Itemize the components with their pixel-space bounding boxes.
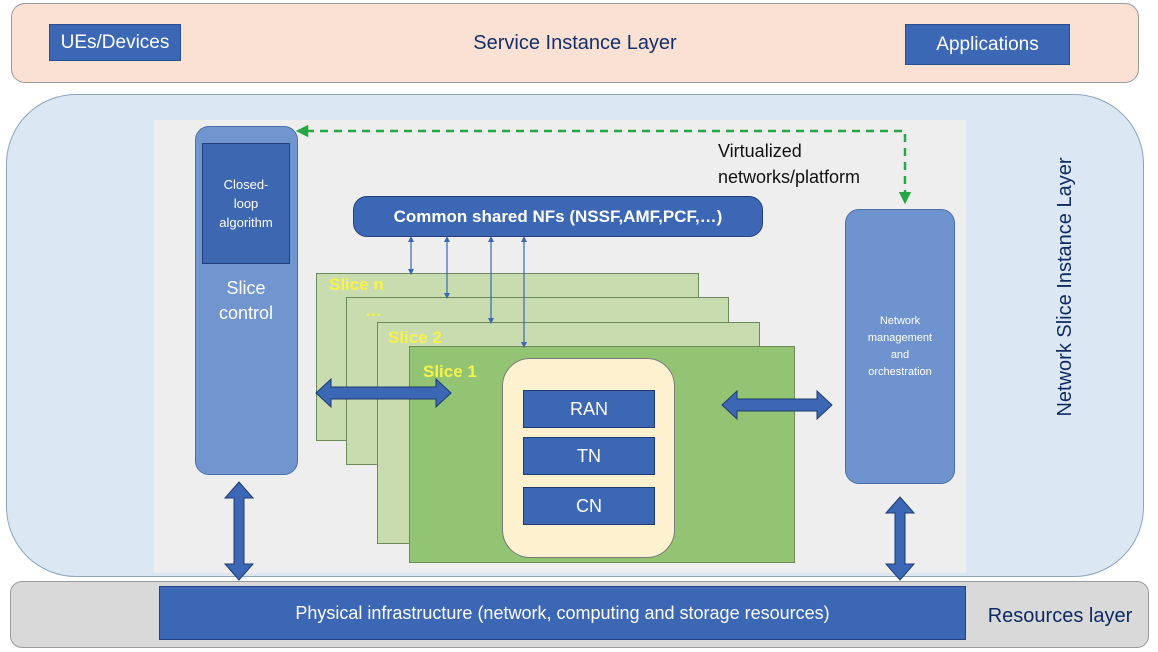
- slice-1-label: Slice 1: [423, 362, 477, 381]
- physical-infrastructure-box: Physical infrastructure (network, comput…: [159, 586, 966, 640]
- resources-layer-title: Resources layer: [987, 604, 1133, 627]
- slice-control-line: control: [218, 303, 274, 323]
- applications-box: Applications: [905, 24, 1070, 65]
- ran-box: RAN: [523, 390, 655, 428]
- common-shared-nfs-box: Common shared NFs (NSSF,AMF,PCF,…): [353, 196, 763, 237]
- network-management-orchestration-box: Network management and orchestration: [845, 209, 955, 484]
- slice-control-label: Slice control: [200, 276, 292, 326]
- closed-loop-line: Closed-: [223, 177, 269, 192]
- slice-control-line: Slice: [226, 278, 266, 298]
- closed-loop-line: loop: [233, 196, 259, 211]
- virtualized-line: Virtualized: [718, 141, 802, 161]
- nmo-line: management: [867, 331, 933, 344]
- nmo-line: Network: [879, 314, 921, 327]
- virtualized-line: networks/platform: [718, 167, 861, 187]
- slice-n-label: Slice n: [329, 275, 384, 294]
- service-layer-title: Service Instance Layer: [473, 31, 677, 54]
- cn-box: CN: [523, 487, 655, 525]
- tn-box: TN: [523, 437, 655, 475]
- ues-devices-box: UEs/Devices: [49, 24, 181, 61]
- nsi-layer-title: Network Slice Instance Layer: [1053, 157, 1076, 417]
- nmo-line: orchestration: [868, 365, 932, 378]
- closed-loop-algorithm-box: Closed- loop algorithm: [202, 143, 290, 264]
- closed-loop-line: algorithm: [219, 215, 273, 230]
- nmo-line: and: [890, 348, 910, 361]
- virtualized-networks-label: Virtualized networks/platform: [718, 138, 918, 190]
- slice-ellipsis-label: …: [365, 301, 382, 320]
- slice-2-label: Slice 2: [388, 328, 442, 347]
